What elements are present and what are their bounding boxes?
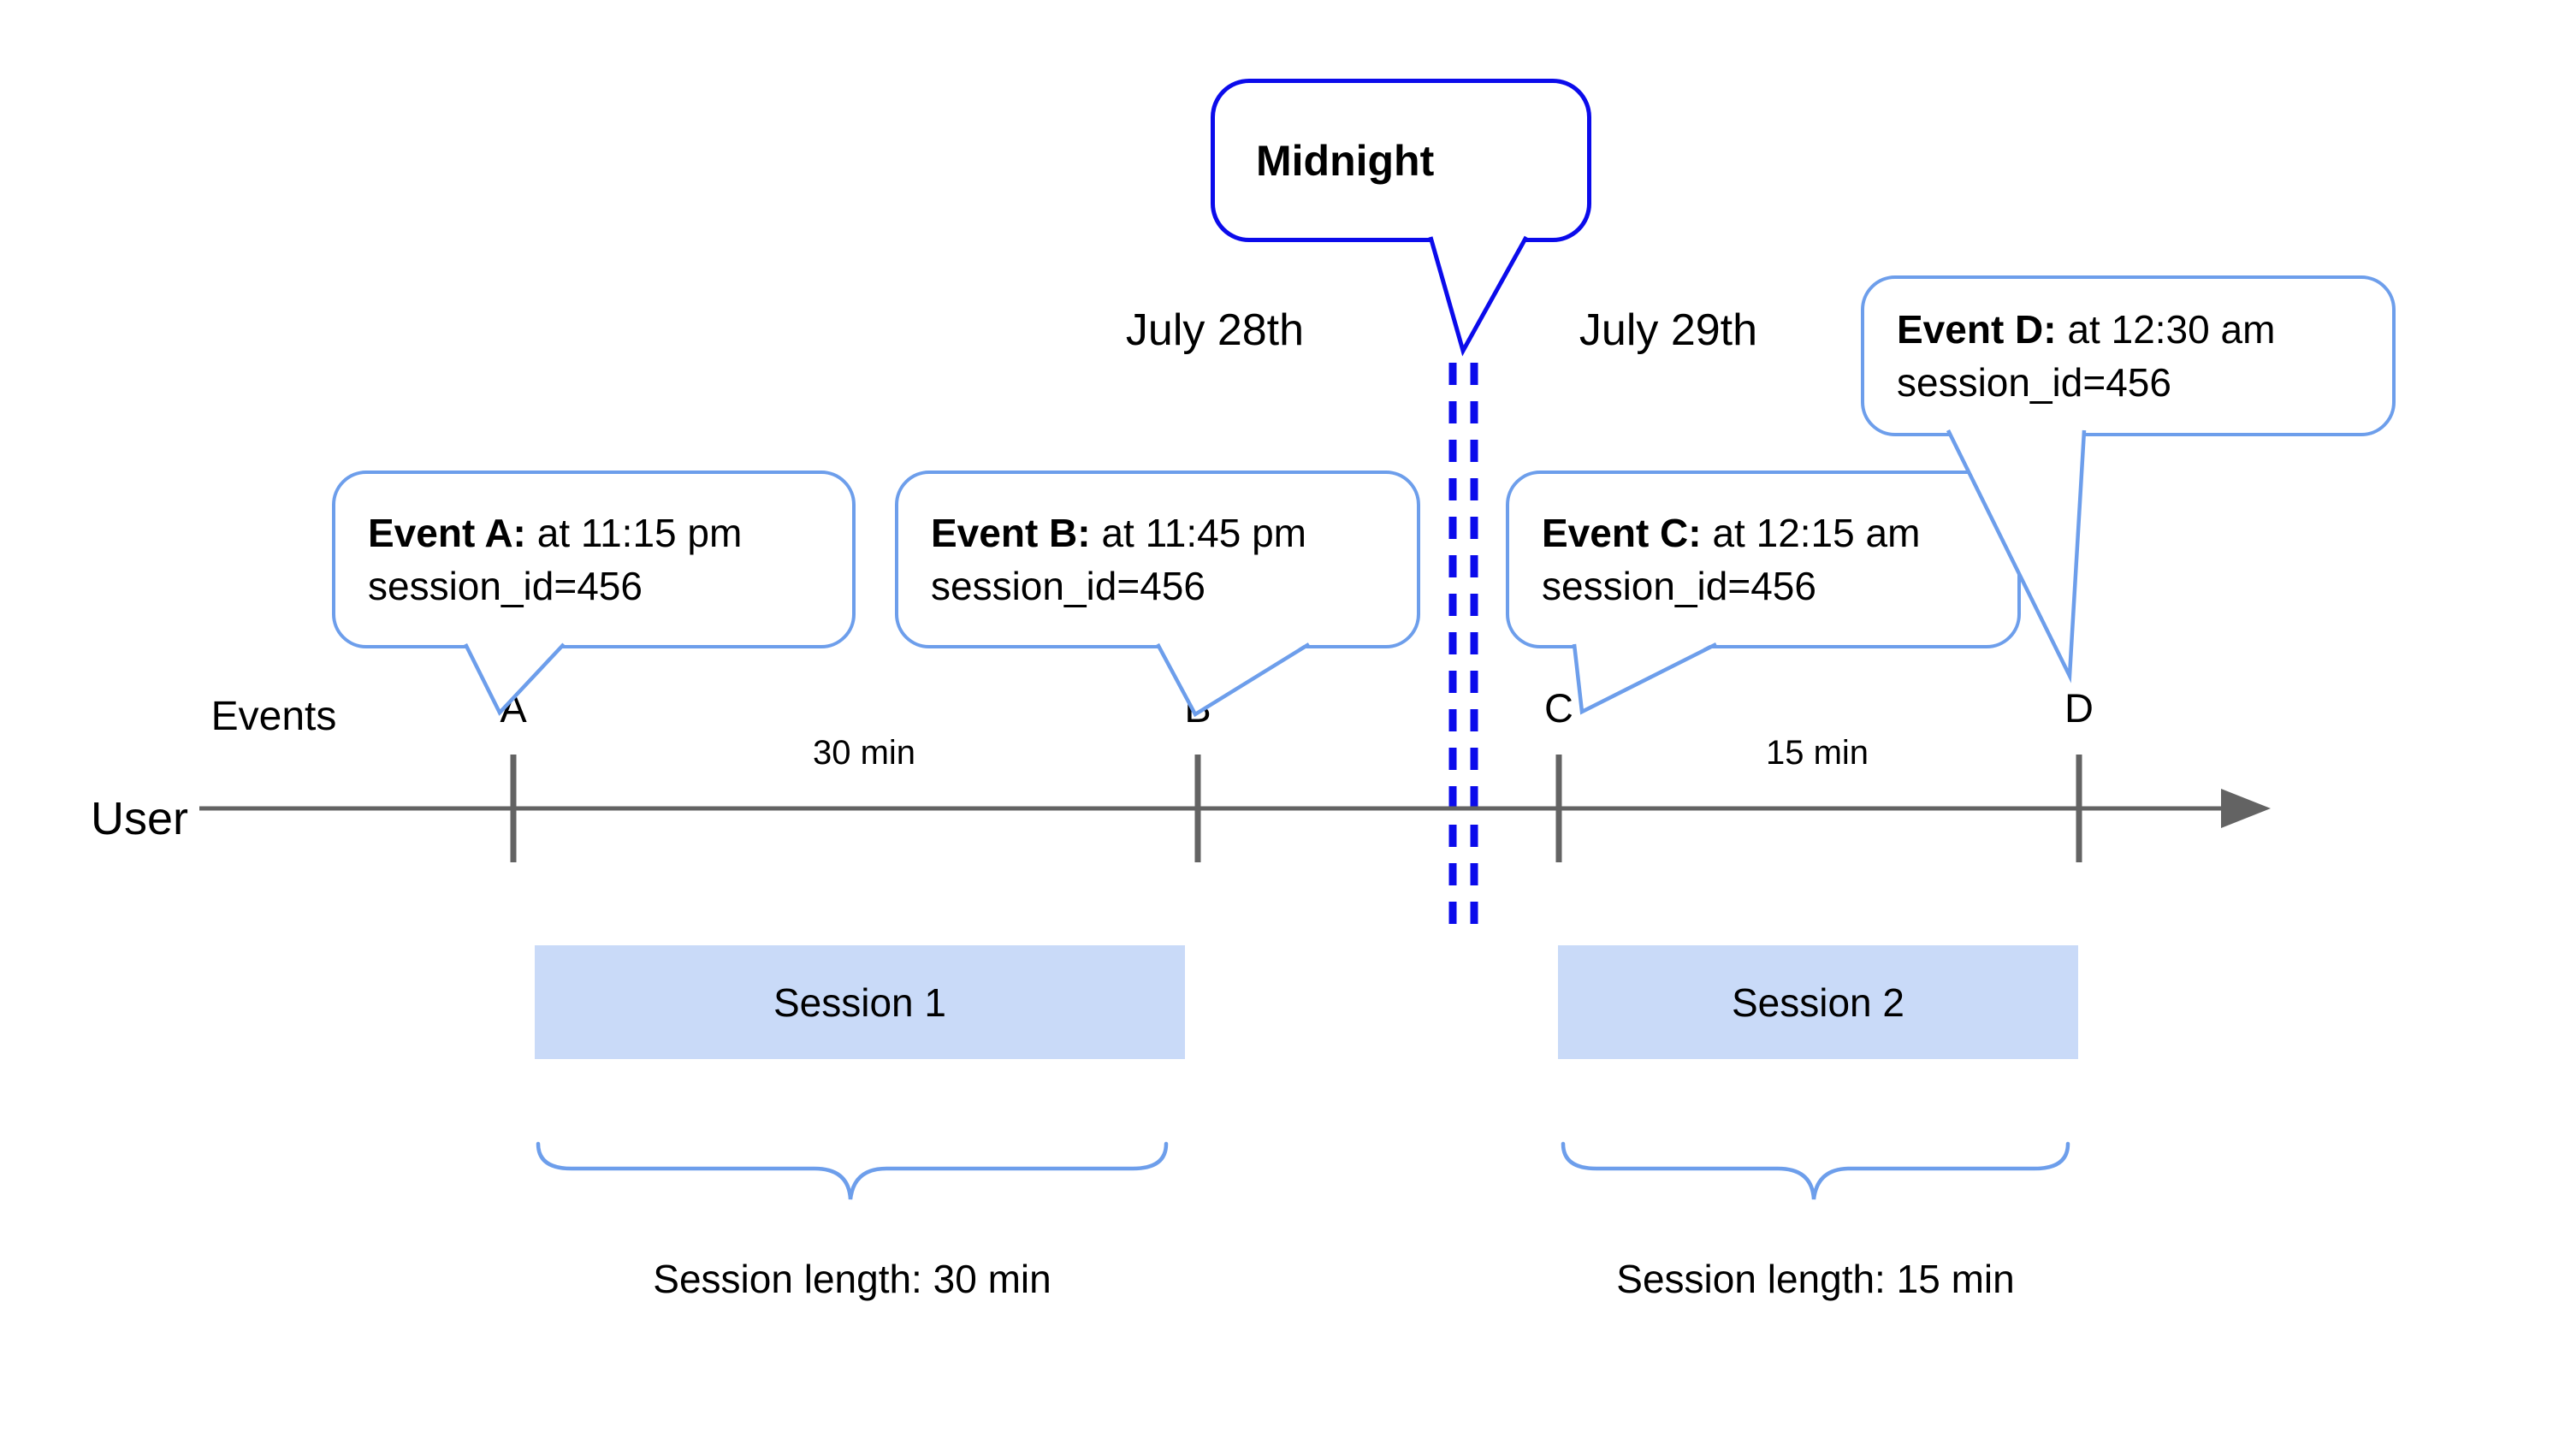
event-b-time: at 11:45 pm	[1101, 511, 1306, 555]
event-a-line1: Event A:at 11:15 pm	[368, 506, 852, 559]
session-2-box: Session 2	[1558, 945, 2078, 1059]
session-1-label: Session 1	[773, 980, 946, 1025]
event-c-session: session_id=456	[1542, 564, 1816, 608]
session-1-brace	[536, 1141, 1169, 1200]
user-axis-label: User	[90, 793, 188, 844]
session-2-length-label: Session length: 15 min	[1616, 1257, 2015, 1301]
event-c-callout: Event C:at 12:15 am session_id=456	[1506, 471, 2021, 648]
session-1-length-label: Session length: 30 min	[653, 1257, 1051, 1301]
date-label-july-29: July 29th	[1579, 305, 1758, 355]
session-1-box: Session 1	[535, 945, 1185, 1059]
event-b-line1: Event B:at 11:45 pm	[931, 506, 1417, 559]
midnight-callout: Midnight	[1211, 79, 1591, 242]
event-letter-c: C	[1544, 685, 1573, 731]
event-d-title: Event D:	[1897, 307, 2057, 352]
event-b-session: session_id=456	[931, 564, 1205, 608]
event-b-title: Event B:	[931, 511, 1091, 555]
event-a-session: session_id=456	[368, 564, 643, 608]
event-d-callout: Event D:at 12:30 am session_id=456	[1861, 275, 2396, 436]
timeline-arrowhead-icon	[2221, 789, 2271, 828]
event-d-time: at 12:30 am	[2067, 307, 2276, 352]
midnight-label: Midnight	[1256, 136, 1435, 185]
event-letter-d: D	[2064, 685, 2094, 731]
event-a-title: Event A:	[368, 511, 526, 555]
event-a-time: at 11:15 pm	[536, 511, 743, 555]
date-label-july-28: July 28th	[1125, 305, 1305, 355]
events-axis-label: Events	[210, 694, 337, 739]
interval-label-cd: 15 min	[1765, 734, 1869, 772]
event-c-title: Event C:	[1542, 511, 1702, 555]
event-c-line1: Event C:at 12:15 am	[1542, 506, 2017, 559]
event-c-time: at 12:15 am	[1712, 511, 1921, 555]
event-a-callout: Event A:at 11:15 pm session_id=456	[332, 471, 856, 648]
event-d-session: session_id=456	[1897, 360, 2171, 405]
event-d-line1: Event D:at 12:30 am	[1897, 303, 2392, 356]
event-b-callout: Event B:at 11:45 pm session_id=456	[895, 471, 1420, 648]
event-letter-b: B	[1184, 685, 1211, 731]
session-2-label: Session 2	[1731, 980, 1904, 1025]
event-letter-a: A	[500, 685, 527, 731]
interval-label-ab: 30 min	[812, 734, 916, 772]
session-2-brace	[1561, 1141, 2070, 1200]
